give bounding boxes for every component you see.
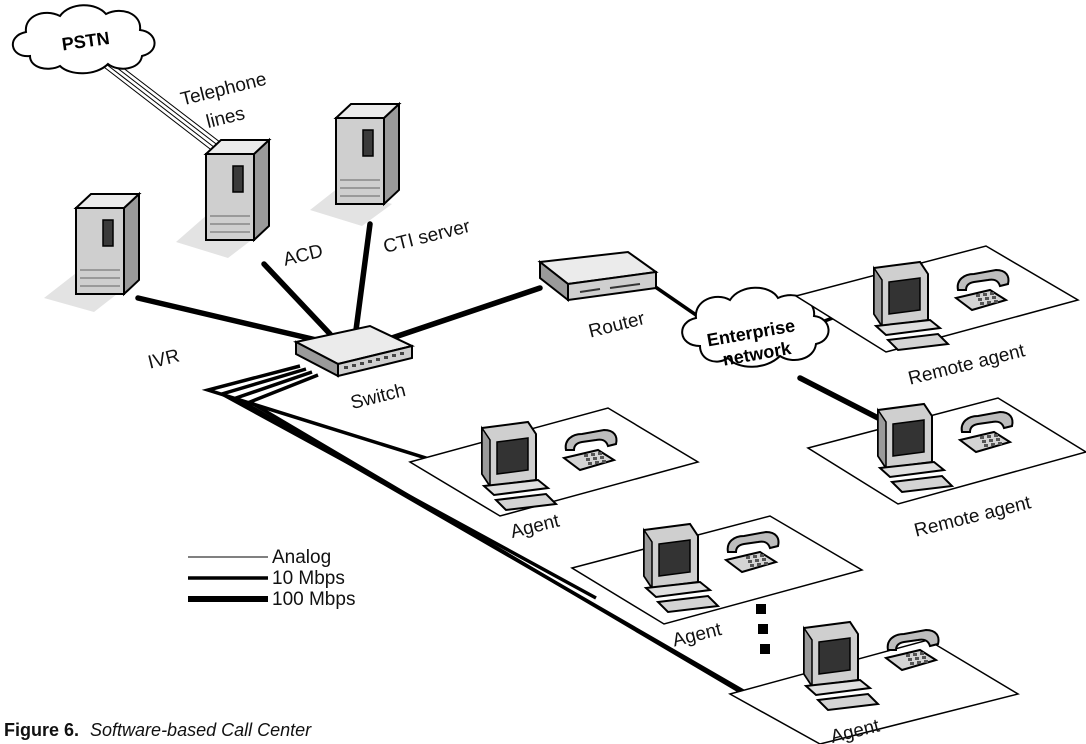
cti-server: CTI server: [310, 103, 473, 258]
pstn-cloud: PSTN: [12, 4, 156, 75]
more-agents-ellipsis: [756, 604, 770, 654]
legend-analog-label: Analog: [272, 547, 331, 568]
remote-agent-label-2: Remote agent: [912, 492, 1034, 541]
agent-station-3: Agent: [728, 621, 1020, 744]
legend-10mbps-label: 10 Mbps: [272, 568, 345, 589]
switch-device: Switch: [293, 324, 415, 414]
ivr-server: IVR: [44, 193, 182, 374]
telephone-lines: [99, 63, 230, 153]
switch-label: Switch: [348, 380, 407, 414]
router-device: Router: [537, 250, 659, 342]
legend-100mbps-label: 100 Mbps: [272, 589, 355, 610]
telephone-lines-label-1: Telephone: [179, 69, 269, 111]
remote-agent-station-2: Remote agent: [806, 397, 1086, 542]
cti-server-label: CTI server: [381, 216, 473, 258]
acd-server: ACD: [176, 139, 325, 271]
fast-links: [135, 221, 885, 423]
remote-agent-station-1: Remote agent: [794, 245, 1080, 390]
slow-links: [201, 284, 881, 732]
telephone-lines-label-2: lines: [204, 103, 247, 133]
enterprise-network-cloud: Enterprise network: [681, 286, 830, 370]
agent-label-1: Agent: [508, 510, 562, 543]
figure-caption: Figure 6. Software-based Call Center: [4, 720, 312, 740]
router-label: Router: [587, 308, 648, 342]
figure-number: Figure 6.: [4, 720, 79, 740]
ivr-label: IVR: [146, 346, 182, 374]
acd-label: ACD: [281, 241, 325, 271]
legend: Analog 10 Mbps 100 Mbps: [188, 547, 355, 610]
agent-label-2: Agent: [670, 619, 724, 652]
figure-title: Software-based Call Center: [90, 720, 312, 740]
